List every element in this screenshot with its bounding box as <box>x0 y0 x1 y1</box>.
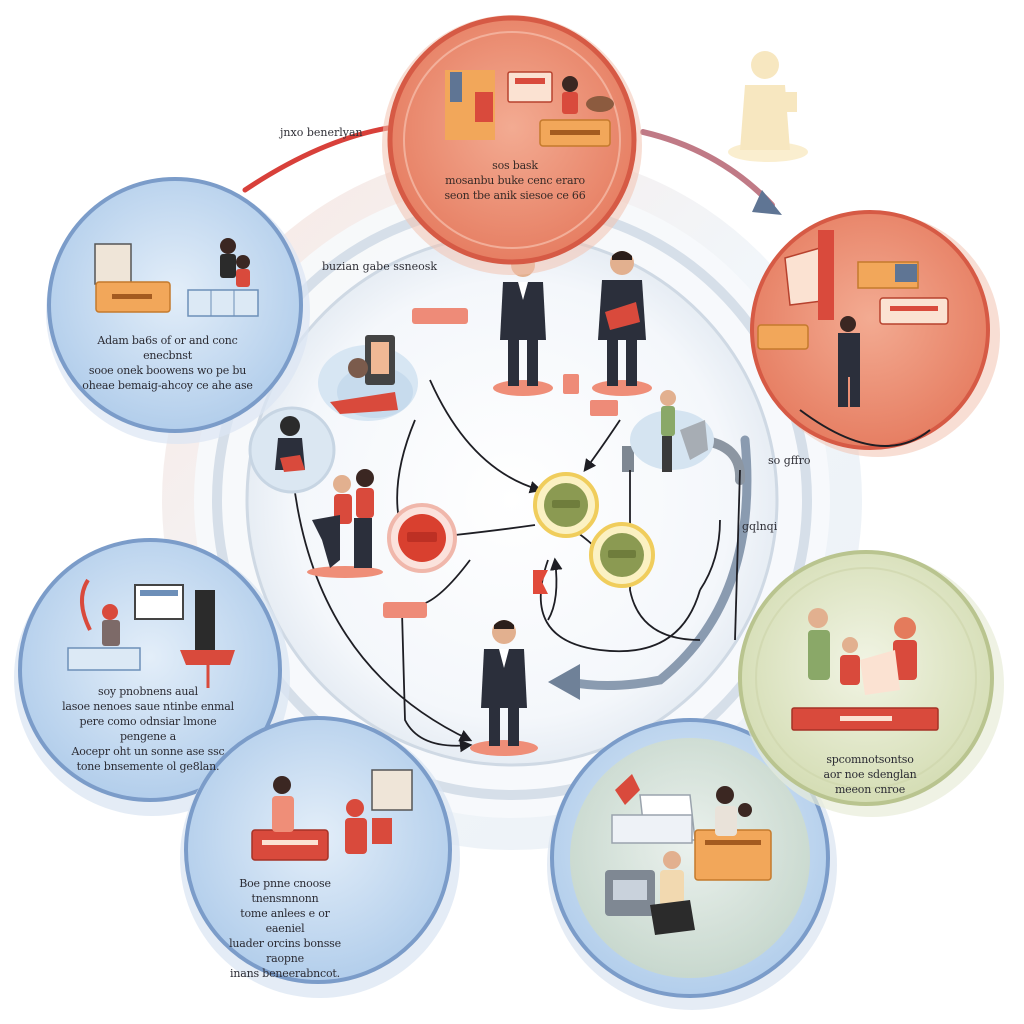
meeting-pair-figure <box>307 469 383 578</box>
node-right-upper <box>750 210 1000 457</box>
node-left-lower-line: pere como odnsiar lmone pengene a <box>79 715 217 743</box>
side-label-b: gqlnqi <box>742 520 778 533</box>
node-top <box>382 15 642 275</box>
node-left-upper-line: oheae bemaig-ahcoy ce ahe ase <box>82 379 253 392</box>
status-badges <box>387 472 655 588</box>
tag-top-left <box>412 308 468 324</box>
tag-mid <box>563 374 579 394</box>
node-bottom-left-line: luader orcins bonsse raopne <box>229 937 341 965</box>
node-left-lower-line: tone bnsemente ol ge8lan. <box>76 760 220 773</box>
node-right-lower-line: aor noe sdenglan <box>823 768 917 781</box>
node-left-upper-caption: Adam ba6s of or and conc enecbnst sooe o… <box>80 333 255 393</box>
inner-label: buzian gabe ssneosk <box>322 260 438 273</box>
node-bottom-left-line: tome anlees e or eaeniel <box>240 907 330 935</box>
side-label-a: so gffro <box>768 454 811 467</box>
center-tags <box>383 308 618 618</box>
right-return-arrow <box>565 435 752 691</box>
node-right-lower-line: spcomnotsontso <box>826 753 914 766</box>
node-right-lower <box>738 550 1004 817</box>
node-left-lower <box>14 538 290 816</box>
top-left-arrow <box>242 125 391 193</box>
tag-lower-mid <box>533 570 548 594</box>
node-left-lower-caption: soy pnobnens aual lasoe nenoes saue ntin… <box>58 684 238 774</box>
top-right-arrow <box>640 129 775 208</box>
vignette-reading <box>318 335 418 421</box>
node-bottom-left-caption: Boe pnne cnoose tnensmnonn tome anlees e… <box>220 876 350 981</box>
right-return-arrowhead <box>548 664 580 700</box>
node-top-line: sos bask <box>492 159 538 172</box>
node-bottom-right <box>547 718 837 1010</box>
node-bottom-left-line: inans beneerabncot. <box>230 967 340 980</box>
node-left-upper <box>46 177 310 444</box>
ghost-figure <box>728 51 808 162</box>
center-figures <box>248 251 714 756</box>
node-left-lower-line: lasoe nenoes saue ntinbe enmal <box>62 700 234 713</box>
node-top-caption: sos bask mosanbu buke cenc eraro seon tb… <box>430 158 600 203</box>
tag-lower-left <box>383 602 427 618</box>
node-top-line: seon tbe anik siesoe ce 66 <box>444 189 586 202</box>
node-top-line: mosanbu buke cenc eraro <box>445 174 585 187</box>
node-right-lower-caption: spcomnotsontso aor noe sdenglan meeon cn… <box>820 752 920 797</box>
vignette-thinking <box>248 406 336 494</box>
executive-right-figure <box>592 251 652 396</box>
top-arc-label: jnxo benerlyan <box>280 126 363 139</box>
node-bottom-left <box>180 716 460 998</box>
node-bottom-right-card <box>694 829 772 881</box>
executive-bottom-figure <box>470 620 538 756</box>
node-right-lower-line: meeon cnroe <box>834 783 906 796</box>
top-right-arrowhead <box>752 190 782 215</box>
vignette-seated-woman <box>630 390 714 472</box>
node-left-lower-line: soy pnobnens aual <box>98 685 198 698</box>
node-left-upper-line: Adam ba6s of or and conc enecbnst <box>97 334 238 362</box>
tag-mid-right <box>590 400 618 416</box>
node-bottom-left-line: Boe pnne cnoose tnensmnonn <box>239 877 331 905</box>
node-left-lower-line: Aocepr oht un sonne ase ssc <box>71 745 225 758</box>
flow-connectors <box>289 379 741 753</box>
node-left-upper-line: sooe onek boowens wo pe bu <box>88 364 247 377</box>
